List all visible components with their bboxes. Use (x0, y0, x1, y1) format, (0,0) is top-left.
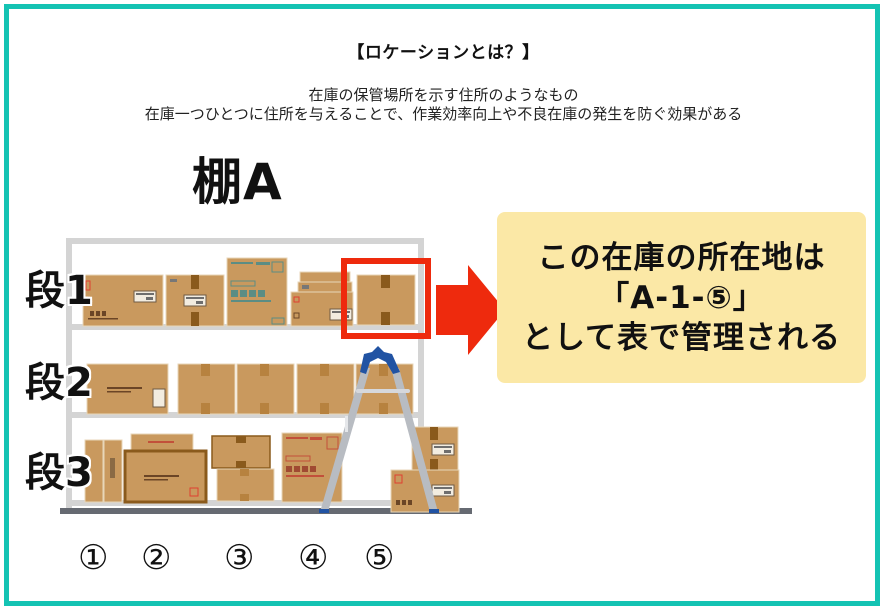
callout-line-3: として表で管理される (521, 319, 842, 356)
description-line-1: 在庫の保管場所を示す住所のようなもの (308, 86, 579, 104)
callout-line-1: この在庫の所在地は (537, 239, 826, 276)
tier-1-boxes (82, 257, 416, 327)
tier-label-1: 段1 (25, 268, 93, 314)
description-line-2: 在庫一つひとつに住所を与えることで、作業効率向上や不良在庫の発生を防ぐ効果がある (144, 105, 743, 123)
slide-title: 【ロケーションとは？】 (347, 43, 540, 63)
column-number-5: ⑤ (364, 538, 395, 578)
highlight-box (341, 258, 431, 339)
shelf-frame (60, 238, 472, 514)
arrow-icon (436, 265, 505, 355)
column-number-2: ② (141, 538, 172, 578)
location-callout: この在庫の所在地は 「A-1-⑤」 として表で管理される (497, 212, 866, 383)
tier-label-3: 段3 (25, 450, 93, 496)
column-number-3: ③ (224, 538, 255, 578)
tier-label-2: 段2 (25, 360, 93, 406)
column-number-4: ④ (298, 538, 329, 578)
callout-line-2: 「A-1-⑤」 (598, 279, 765, 316)
ladder-illustration (319, 346, 439, 513)
column-number-1: ① (78, 538, 109, 578)
shelf-name: 棚A (192, 153, 283, 211)
tier-3-boxes (84, 426, 460, 513)
